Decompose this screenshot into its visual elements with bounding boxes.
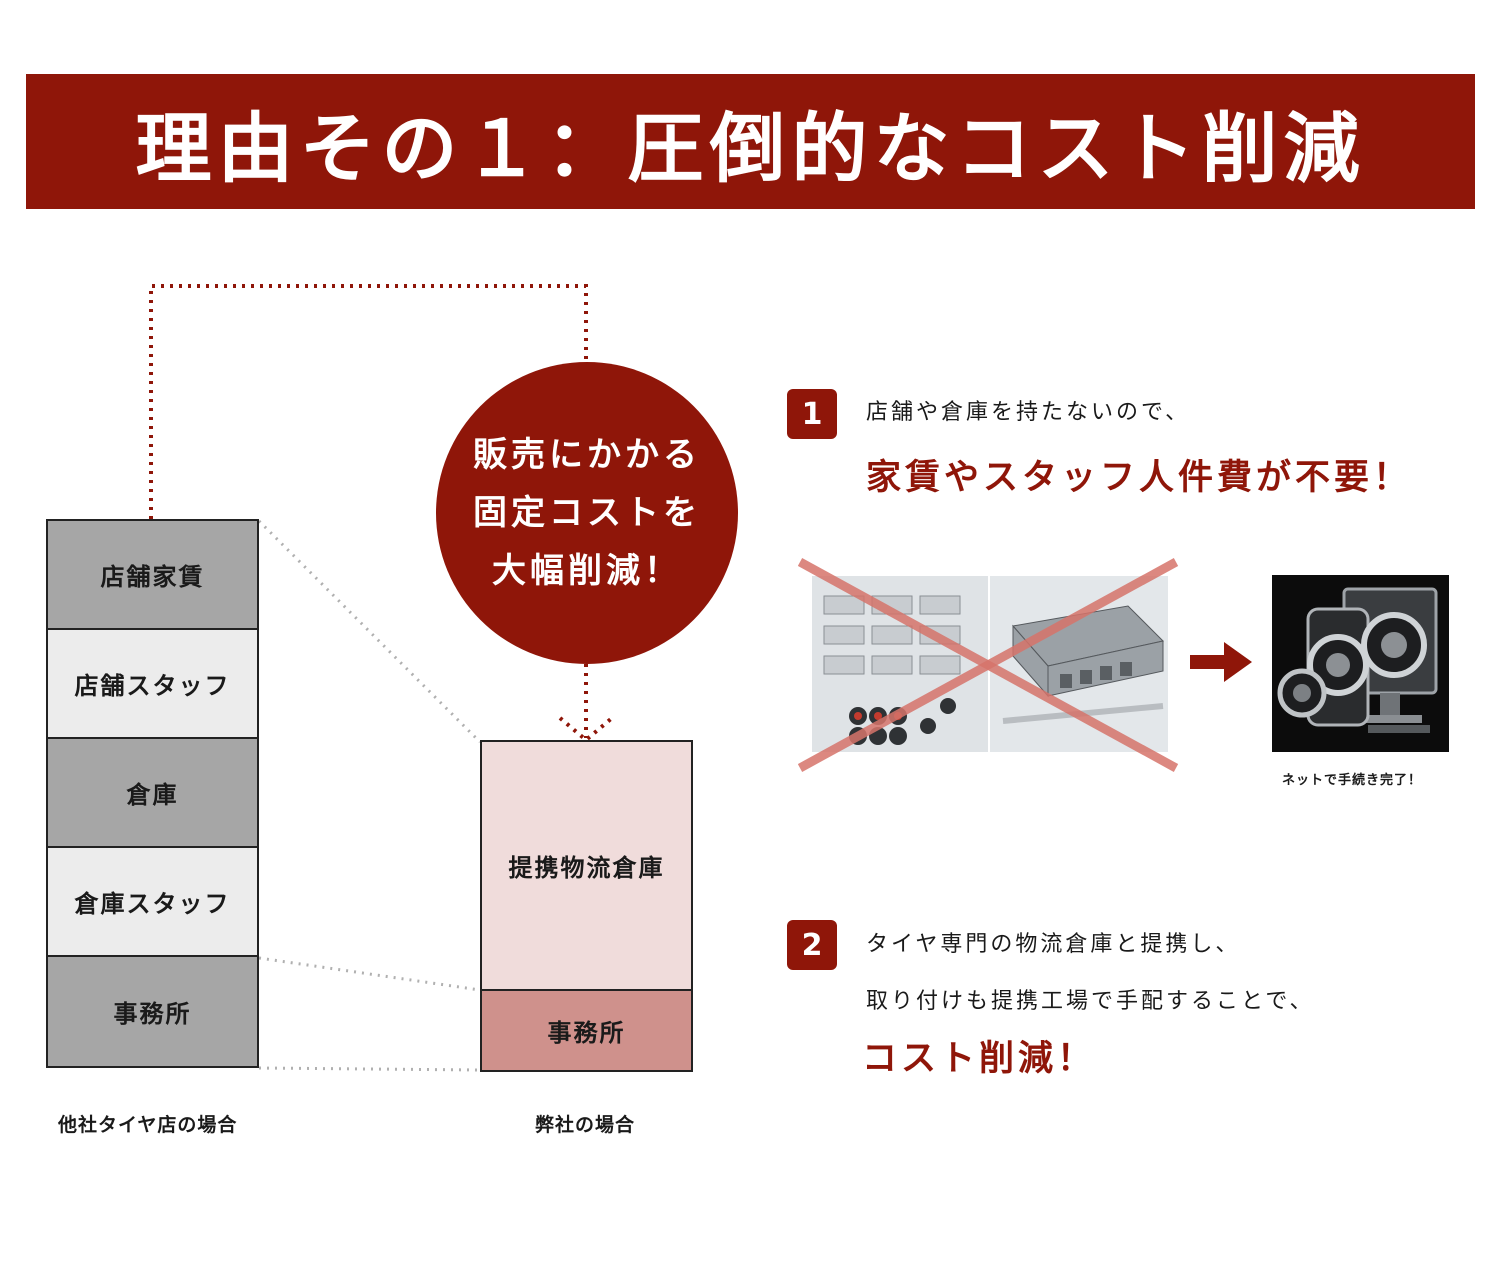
right-arrow-icon [1190, 642, 1252, 682]
online-caption: ネットで手続き完了！ [1282, 773, 1423, 788]
block-partner-warehouse: 提携物流倉庫 [482, 742, 691, 991]
block-warehouse: 倉庫 [48, 739, 257, 848]
reason-1-text: 店舗や倉庫を持たないので、 [866, 400, 1191, 425]
block-our-office: 事務所 [482, 991, 691, 1070]
compare-line-bottom [258, 1066, 481, 1072]
other-store-caption: 他社タイヤ店の場合 [58, 1114, 238, 1136]
block-store-rent: 店舗家賃 [48, 521, 257, 630]
cost-reduction-circle: 販売にかかる 固定コストを 大幅削減！ [436, 362, 738, 664]
block-warehouse-staff: 倉庫スタッフ [48, 848, 257, 957]
reason-2-text-2: 取り付けも提携工場で手配することで、 [866, 989, 1315, 1014]
arrow-head [558, 716, 614, 743]
warehouse-store-image [798, 558, 1179, 772]
reason-2-badge: 2 [787, 920, 837, 970]
reason-2-accent: コスト削減！ [862, 1039, 1097, 1079]
cross-line-2 [798, 558, 1179, 772]
circle-line-1: 販売にかかる [473, 435, 701, 475]
circle-line-2: 固定コストを [473, 493, 701, 533]
reason-1-badge: 1 [787, 389, 837, 439]
circle-line-3: 大幅削減！ [492, 551, 682, 591]
reason-1-accent: 家賃やスタッフ人件費が不要！ [866, 458, 1413, 498]
block-office: 事務所 [48, 957, 257, 1066]
block-store-staff: 店舗スタッフ [48, 630, 257, 739]
reduction-arrow-path [149, 284, 588, 519]
other-store-stack: 店舗家賃 店舗スタッフ 倉庫 倉庫スタッフ 事務所 [46, 519, 259, 1068]
page-title: 理由その１：圧倒的なコスト削減 [26, 74, 1475, 209]
online-purchase-image [1272, 575, 1449, 752]
reason-2-text-1: タイヤ専門の物流倉庫と提携し、 [866, 932, 1241, 957]
our-caption: 弊社の場合 [535, 1114, 636, 1136]
our-stack: 提携物流倉庫 事務所 [480, 740, 693, 1072]
compare-line-mid [258, 956, 481, 992]
